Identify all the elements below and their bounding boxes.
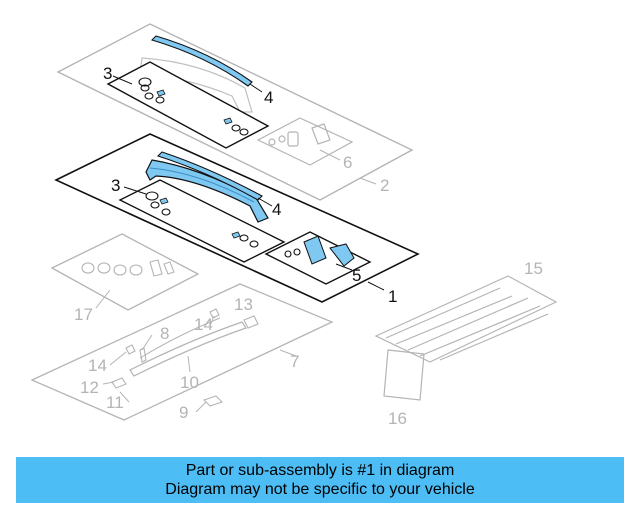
fastener-kit-17 xyxy=(50,233,200,311)
parts-diagram: 3 4 6 2 3 4 5 1 17 13 14 8 14 7 10 12 11… xyxy=(30,23,558,428)
callout-11: 11 xyxy=(106,393,124,412)
callout-17: 17 xyxy=(74,305,93,324)
callout-4a: 4 xyxy=(264,88,273,107)
fastener-box-top xyxy=(106,61,270,149)
banner-line-1: Part or sub-assembly is #1 in diagram xyxy=(185,462,455,479)
callout-5: 5 xyxy=(352,266,361,285)
callout-3a: 3 xyxy=(103,64,112,83)
roof-rail-molding-top xyxy=(150,35,263,93)
callout-4b: 4 xyxy=(272,200,281,219)
callout-14a: 14 xyxy=(194,315,213,334)
callout-2: 2 xyxy=(380,176,389,195)
callout-1: 1 xyxy=(388,287,397,306)
callout-6: 6 xyxy=(343,153,352,172)
callout-14b: 14 xyxy=(88,356,107,375)
weatherstrip-16 xyxy=(383,349,425,401)
callout-7: 7 xyxy=(290,352,299,371)
bracket-box-5 xyxy=(264,231,385,291)
roof-rail-assembly xyxy=(145,151,273,223)
callout-10: 10 xyxy=(180,373,199,392)
banner-line-2: Diagram may not be specific to your vehi… xyxy=(165,481,475,498)
assembly-1-panel[interactable] xyxy=(54,133,420,303)
fastener-box-main xyxy=(118,179,286,263)
callout-3b: 3 xyxy=(111,176,120,195)
callout-8: 8 xyxy=(160,324,169,343)
callout-9: 9 xyxy=(179,403,188,422)
assembly-2-brackets xyxy=(268,123,331,147)
callout-13: 13 xyxy=(234,295,253,314)
leader-lines xyxy=(95,289,215,413)
callout-labels: 3 4 6 2 3 4 5 1 17 13 14 8 14 7 10 12 11… xyxy=(74,64,543,428)
callout-16: 16 xyxy=(388,409,407,428)
callout-12: 12 xyxy=(80,378,99,397)
weatherstrip-15 xyxy=(374,275,558,363)
callout-15: 15 xyxy=(524,259,543,278)
info-banner: Part or sub-assembly is #1 in diagram Di… xyxy=(16,457,624,503)
